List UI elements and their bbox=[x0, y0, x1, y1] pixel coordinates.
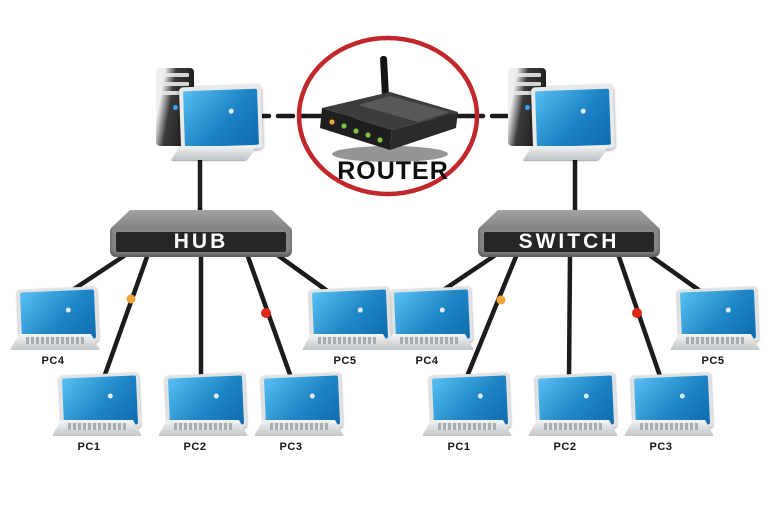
drive-bay bbox=[513, 91, 541, 95]
switch-uplink-computer bbox=[502, 64, 616, 166]
orange-link-marker bbox=[126, 294, 136, 304]
laptop-icon bbox=[668, 286, 764, 352]
hub-device: HUB bbox=[110, 210, 292, 257]
power-led bbox=[524, 105, 530, 110]
pc-node-hub-pc2: PC2 bbox=[156, 372, 252, 453]
hub-uplink-computer bbox=[150, 64, 264, 166]
pc-node-hub-pc4: PC4 bbox=[8, 286, 104, 367]
switch-label-band: SWITCH bbox=[484, 230, 654, 253]
laptop-icon bbox=[622, 372, 718, 438]
drive-bay bbox=[161, 82, 189, 86]
pc-label: PC5 bbox=[701, 355, 725, 367]
keyboard bbox=[171, 146, 257, 160]
pc-label: PC1 bbox=[77, 441, 101, 453]
pc-node-hub-pc5: PC5 bbox=[300, 286, 396, 367]
drive-bay bbox=[513, 73, 541, 77]
monitor bbox=[530, 84, 616, 152]
drive-bay bbox=[161, 73, 189, 77]
router-highlight-circle bbox=[296, 35, 480, 197]
power-led bbox=[172, 105, 178, 110]
hub-label: HUB bbox=[173, 230, 229, 253]
laptop-icon bbox=[300, 286, 396, 352]
switch-device: SWITCH bbox=[478, 210, 660, 257]
pc-node-hub-pc3: PC3 bbox=[252, 372, 348, 453]
laptop-icon bbox=[420, 372, 516, 438]
pc-node-switch-pc3: PC3 bbox=[622, 372, 718, 453]
drive-bay bbox=[161, 91, 189, 95]
laptop-icon bbox=[8, 286, 104, 352]
laptop-icon bbox=[156, 372, 252, 438]
laptop-icon bbox=[252, 372, 348, 438]
switch-top-face bbox=[478, 210, 660, 229]
pc-label: PC4 bbox=[415, 355, 439, 367]
pc-label: PC2 bbox=[553, 441, 577, 453]
pc-label: PC2 bbox=[183, 441, 207, 453]
pc-label: PC3 bbox=[649, 441, 673, 453]
pc-node-hub-pc1: PC1 bbox=[50, 372, 146, 453]
red-link-marker bbox=[632, 308, 642, 318]
link-markers bbox=[126, 294, 642, 318]
pc-node-switch-pc4: PC4 bbox=[382, 286, 478, 367]
switch-label: SWITCH bbox=[518, 230, 620, 253]
router-antenna bbox=[380, 55, 389, 98]
pc-label: PC4 bbox=[41, 355, 65, 367]
monitor-screen bbox=[183, 88, 259, 148]
drive-bay bbox=[513, 82, 541, 86]
router-leds bbox=[329, 119, 383, 143]
pc-label: PC5 bbox=[333, 355, 357, 367]
laptop-icon bbox=[50, 372, 146, 438]
pc-label: PC3 bbox=[279, 441, 303, 453]
keyboard bbox=[523, 146, 609, 160]
red-link-marker bbox=[261, 308, 271, 318]
pc-node-switch-pc2: PC2 bbox=[526, 372, 622, 453]
monitor-screen bbox=[535, 88, 611, 148]
pc-node-switch-pc5: PC5 bbox=[668, 286, 764, 367]
pc-node-switch-pc1: PC1 bbox=[420, 372, 516, 453]
router-label: ROUTER bbox=[337, 157, 449, 185]
monitor bbox=[178, 84, 264, 152]
router-device bbox=[290, 30, 490, 195]
router-icon bbox=[320, 55, 458, 162]
laptop-icon bbox=[526, 372, 622, 438]
orange-link-marker bbox=[496, 295, 506, 305]
laptop-icon bbox=[382, 286, 478, 352]
hub-top-face bbox=[110, 210, 292, 229]
router-shadow bbox=[332, 146, 448, 162]
hub-label-band: HUB bbox=[116, 230, 286, 253]
pc-label: PC1 bbox=[447, 441, 471, 453]
